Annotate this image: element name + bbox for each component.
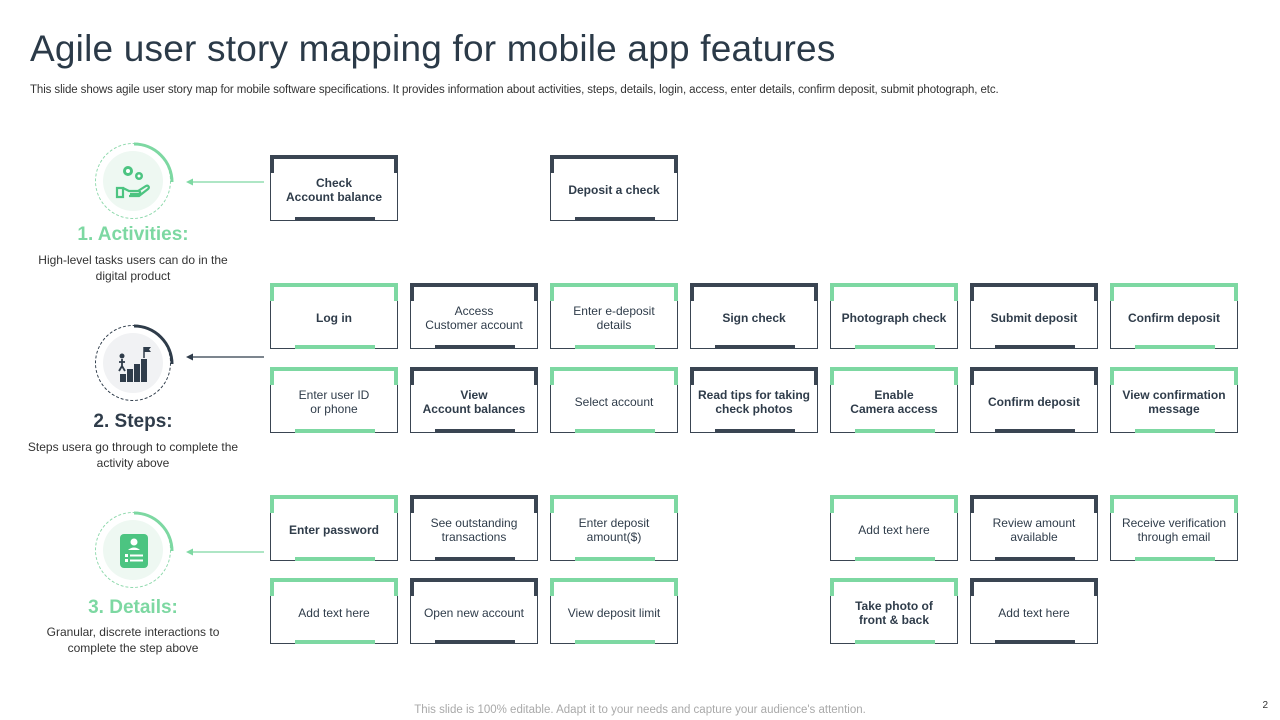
steps-icon-circle (95, 324, 174, 401)
document-list-icon (120, 534, 148, 568)
story-card-text: Read tips for taking check photos (697, 387, 810, 416)
details-title: 3. Details: (88, 597, 178, 618)
story-card-d11: Add text here (970, 578, 1098, 644)
story-card-text: Confirm deposit (1128, 310, 1220, 325)
details-description: Granular, discrete interactions to compl… (46, 625, 220, 655)
story-card-text: Take photo of front & back (855, 598, 933, 627)
story-card-s9: View Account balances (410, 367, 538, 433)
story-card-d2: See outstanding transactions (410, 495, 538, 561)
story-card-a2: Deposit a check (550, 155, 678, 221)
page-subtitle: This slide shows agile user story map fo… (30, 84, 999, 96)
story-card-text: Open new account (423, 605, 525, 620)
story-card-s10: Select account (550, 367, 678, 433)
story-card-text: Add text here (998, 605, 1070, 620)
story-card-d5: Review amount available (970, 495, 1098, 561)
story-card-s14: View confirmation message (1110, 367, 1238, 433)
story-card-text: Enable Camera access (850, 387, 938, 416)
story-card-d7: Add text here (270, 578, 398, 644)
story-card-text: Select account (574, 394, 654, 409)
story-card-text: Submit deposit (990, 310, 1078, 325)
story-card-text: Sign check (722, 310, 786, 325)
story-card-s12: Enable Camera access (830, 367, 958, 433)
stairs-flag-icon (118, 347, 151, 382)
story-card-s5: Photograph check (830, 283, 958, 349)
steps-arrow (186, 353, 264, 361)
story-card-d1: Enter password (270, 495, 398, 561)
activities-title: 1. Activities: (77, 224, 189, 245)
activities-arrow (186, 178, 264, 186)
story-card-s6: Submit deposit (970, 283, 1098, 349)
story-card-text: See outstanding transactions (430, 515, 518, 544)
story-card-s2: Access Customer account (410, 283, 538, 349)
story-card-d6: Receive verification through email (1110, 495, 1238, 561)
story-card-text: Deposit a check (568, 182, 660, 197)
story-card-text: Enter password (288, 522, 380, 537)
story-card-s13: Confirm deposit (970, 367, 1098, 433)
story-card-text: Access Customer account (425, 303, 523, 332)
story-card-text: View deposit limit (567, 605, 661, 620)
story-card-s8: Enter user ID or phone (270, 367, 398, 433)
footer-note: This slide is 100% editable. Adapt it to… (414, 704, 866, 716)
story-card-text: View Account balances (422, 387, 526, 416)
story-card-text: Log in (316, 310, 352, 325)
details-icon-circle (95, 511, 174, 588)
hand-gears-icon (115, 166, 150, 199)
story-card-text: Enter user ID or phone (298, 387, 370, 416)
steps-title: 2. Steps: (93, 411, 173, 432)
activities-icon-circle (95, 142, 174, 219)
story-card-d9: View deposit limit (550, 578, 678, 644)
story-card-text: Add text here (858, 522, 930, 537)
story-card-d10: Take photo of front & back (830, 578, 958, 644)
details-arrow (186, 548, 264, 556)
story-card-text: Photograph check (841, 310, 947, 325)
story-card-s7: Confirm deposit (1110, 283, 1238, 349)
story-card-d3: Enter deposit amount($) (550, 495, 678, 561)
story-card-s11: Read tips for taking check photos (690, 367, 818, 433)
activities-description: High-level tasks users can do in the dig… (38, 253, 228, 283)
story-card-text: Review amount available (992, 515, 1076, 544)
story-card-text: View confirmation message (1122, 387, 1226, 416)
story-card-text: Receive verification through email (1121, 515, 1227, 544)
story-card-text: Enter deposit amount($) (578, 515, 650, 544)
story-card-a1: Check Account balance (270, 155, 398, 221)
story-card-s3: Enter e-deposit details (550, 283, 678, 349)
story-card-d8: Open new account (410, 578, 538, 644)
page-title: Agile user story mapping for mobile app … (30, 28, 836, 69)
story-card-text: Add text here (298, 605, 370, 620)
story-card-s1: Log in (270, 283, 398, 349)
story-card-text: Confirm deposit (988, 394, 1080, 409)
story-card-text: Enter e-deposit details (573, 303, 655, 332)
story-card-s4: Sign check (690, 283, 818, 349)
story-card-text: Check Account balance (285, 175, 383, 204)
page-number: 2 (1262, 700, 1268, 711)
steps-description: Steps usera go through to complete the a… (27, 440, 239, 470)
story-card-d4: Add text here (830, 495, 958, 561)
